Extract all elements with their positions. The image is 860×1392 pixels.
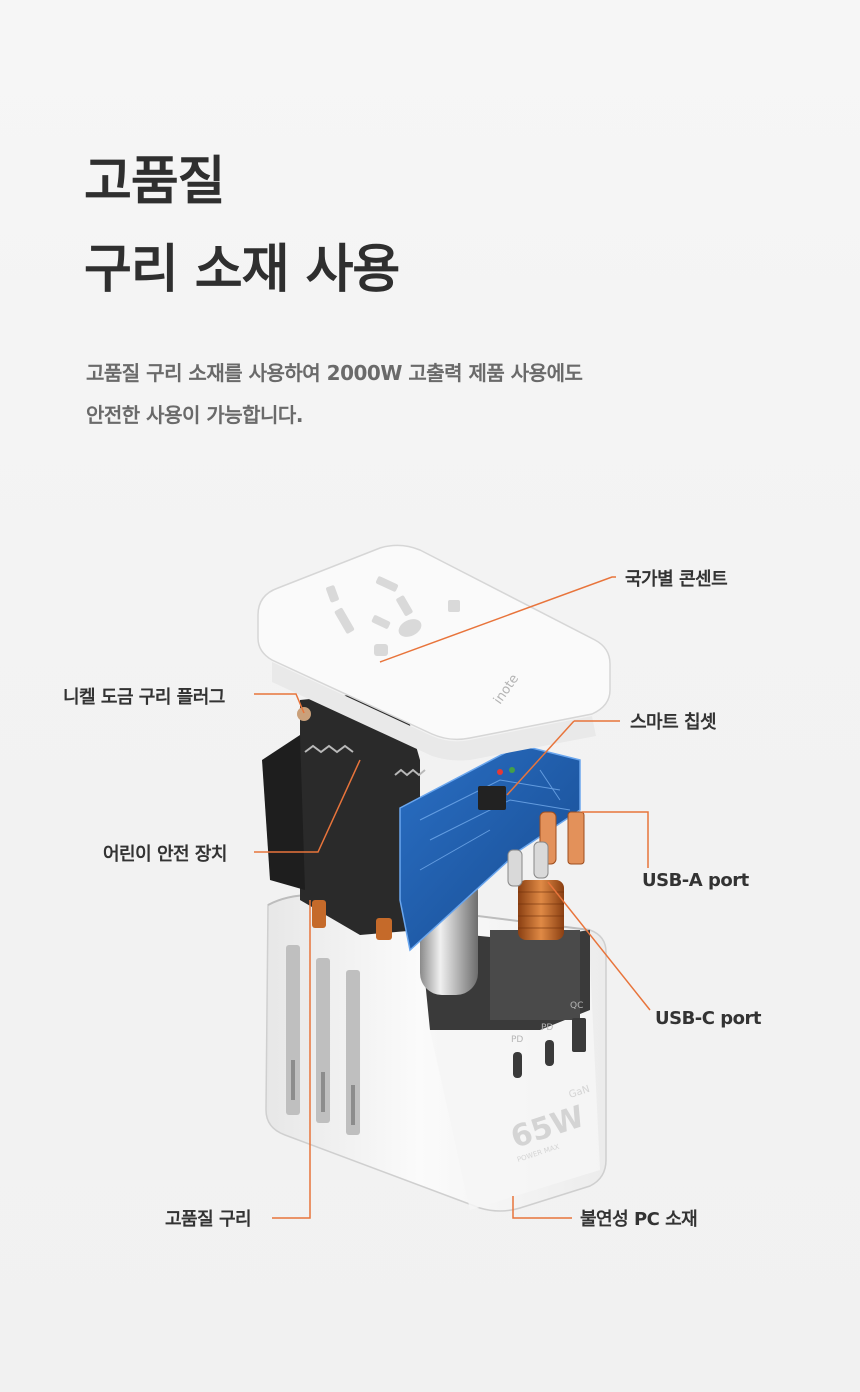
port-mark-1: PD [511,1035,523,1045]
usb-connectors-internal [507,811,585,887]
vent-grooves [286,945,360,1135]
callout-copper: 고품질 구리 [165,1209,252,1230]
callout-socket: 국가별 콘센트 [625,569,728,590]
callout-pc-material: 불연성 PC 소재 [580,1209,698,1230]
title-line-1: 고품질 [84,152,226,212]
leader-socket [379,576,616,663]
leader-usb-a [582,811,649,868]
socket-holes [326,576,460,656]
leader-nickel-plug [254,693,305,714]
callout-usb-c: USB-C port [655,1008,761,1029]
leader-smart-chipset [506,720,575,796]
description: 고품질 구리 소재를 사용하여 2000W 고출력 제품 사용에도 안전한 사용… [86,352,583,436]
callout-leader-lines [254,576,651,1219]
port-mark-3: QC [570,1001,583,1011]
leader-copper [272,900,311,1219]
leader-usb-c [547,881,651,1011]
port-mark-2: PD [541,1023,553,1033]
callout-child-safety: 어린이 안전 장치 [103,844,227,865]
callout-nickel-plug: 니켈 도금 구리 플러그 [63,687,225,708]
callout-smart-chipset: 스마트 칩셋 [630,712,717,733]
page-title: 고품질 구리 소재 사용 [84,138,400,314]
title-line-2: 구리 소재 사용 [84,240,400,300]
smart-chip [478,786,506,810]
callout-usb-a: USB-A port [642,870,749,891]
description-line-2: 안전한 사용이 가능합니다. [86,403,303,427]
copper-parts [297,707,392,940]
description-line-1: 고품질 구리 소재를 사용하여 2000W 고출력 제품 사용에도 [86,361,583,385]
leader-child-safety [254,759,361,853]
leader-pc-material [512,1196,572,1219]
copper-coil [518,880,564,940]
spring [304,744,426,777]
